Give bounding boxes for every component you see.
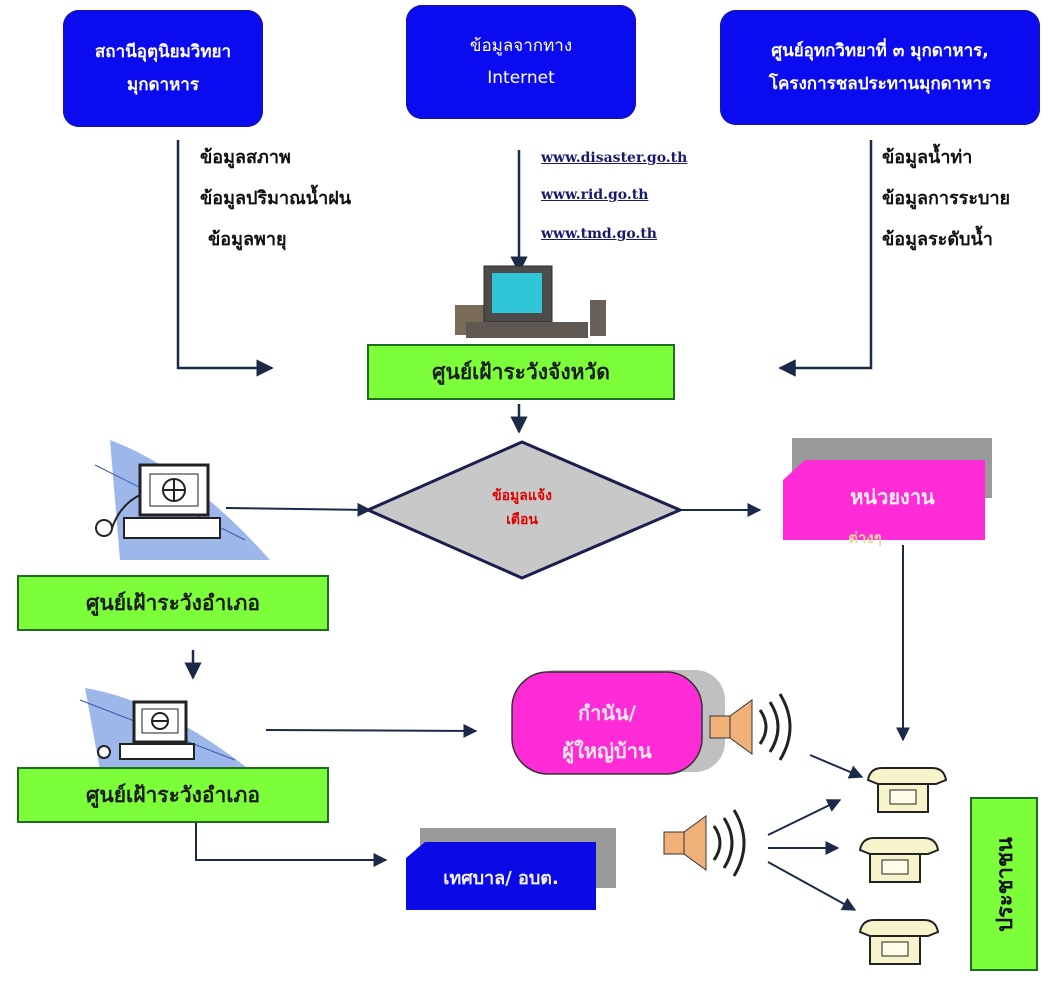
district-center-box-2: ศูนย์เฝ้าระวังอำเภอ [17,767,329,823]
met-station-box: สถานีอุตุนิยมวิทยา มุกดาหาร [63,10,263,127]
district-center-box-1: ศูนย์เฝ้าระวังอำเภอ [17,575,329,631]
connector-district2-to-municipality [195,820,388,867]
hydro-note-2: ข้อมูลการระบาย [882,188,1011,209]
citizens-label: ประชาชน [991,836,1018,932]
computer-icon [455,265,606,338]
telephone-icon [858,919,940,965]
municipality-label: เทศบาล/ อบต. [443,868,559,889]
agency-sublabel: ต่างๆ [848,529,882,547]
headman-label: กำนัน/ ผู้ใหญ่บ้าน [512,694,702,770]
telephone-icon [858,837,940,883]
headman-line-2: ผู้ใหญ่บ้าน [562,739,652,763]
met-note-1: ข้อมูลสภาพ [200,147,291,168]
internet-line-2: Internet [487,68,555,88]
hydro-line-1: ศูนย์อุทกวิทยาที่ ๓ มุกดาหาร, [771,41,989,62]
internet-line-1: ข้อมูลจากทาง [469,35,573,56]
met-station-line-1: สถานีอุตุนิยมวิทยา [94,42,232,63]
agency-label: หน่วยงาน [850,485,935,509]
met-note-3: ข้อมูลพายุ [208,229,287,250]
internet-source-box: ข้อมูลจากทาง Internet [406,5,636,119]
workstation-icon [94,440,270,560]
hydro-center-box: ศูนย์อุทกวิทยาที่ ๓ มุกดาหาร, โครงการชลป… [720,10,1040,125]
hydro-line-2: โครงการชลประทานมุกดาหาร [768,73,992,94]
connector-met-to-province [176,140,274,377]
workstation-icon [79,688,250,770]
warning-diamond [364,440,684,580]
met-station-line-2: มุกดาหาร [127,74,199,95]
warning-line-1: ข้อมูลแจ้ง [492,488,552,504]
connector-hydro-to-province [778,140,873,377]
hydro-note-1: ข้อมูลน้ำท่า [882,147,973,168]
met-note-2: ข้อมูลปริมาณน้ำฝน [200,188,352,209]
headman-line-1: กำนัน/ [578,701,636,725]
telephone-icon [866,767,948,813]
connector-speaker2-to-phones [767,799,857,911]
municipality-box [406,828,616,910]
headman-box [511,670,725,775]
connector-pc2-to-headman [265,723,478,738]
agency-box [783,438,992,540]
connector-speaker1-to-phone [809,754,864,779]
url-tmd[interactable]: www.tmd.go.th [541,226,657,242]
warning-line-2: เตือน [506,512,538,528]
url-rid[interactable]: www.rid.go.th [541,187,649,203]
speaker-icon [709,693,792,761]
speaker-icon [663,809,746,877]
met-note-list: ข้อมูลสภาพ ข้อมูลปริมาณน้ำฝน ข้อมูลพายุ [200,137,351,260]
province-center-box: ศูนย์เฝ้าระวังจังหวัด [367,344,675,400]
connector-pc1-to-diamond [225,502,372,517]
hydro-note-3: ข้อมูลระดับน้ำ [882,229,993,250]
hydro-note-list: ข้อมูลน้ำท่า ข้อมูลการระบาย ข้อมูลระดับน… [882,137,1010,260]
citizens-box: ประชาชน [970,797,1038,971]
url-disaster[interactable]: www.disaster.go.th [541,150,688,166]
warning-label: ข้อมูลแจ้ง เตือน [462,484,582,532]
